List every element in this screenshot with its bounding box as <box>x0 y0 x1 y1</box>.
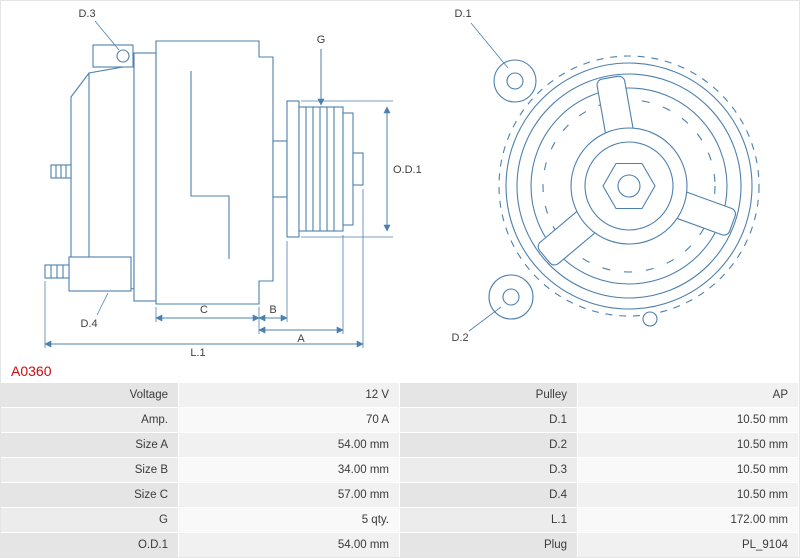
table-row: Size C 57.00 mm D.4 10.50 mm <box>1 483 799 508</box>
dim-label-g: G <box>317 34 326 46</box>
spec-label: Voltage <box>1 383 179 408</box>
spec-label: Plug <box>400 533 578 557</box>
dim-label-od1: O.D.1 <box>393 164 422 176</box>
dim-label-c: C <box>200 304 208 316</box>
spec-label: D.3 <box>400 458 578 483</box>
dim-label-d3: D.3 <box>78 8 95 20</box>
mounting-lug <box>68 256 132 292</box>
spec-label: L.1 <box>400 508 578 533</box>
spec-label: G <box>1 508 179 533</box>
table-row: Voltage 12 V Pulley AP <box>1 383 799 408</box>
table-row: Size B 34.00 mm D.3 10.50 mm <box>1 458 799 483</box>
bolt-d3 <box>116 49 130 63</box>
spec-value: 172.00 mm <box>578 508 799 533</box>
spec-value: 12 V <box>179 383 400 408</box>
spec-value: 70 A <box>179 408 400 433</box>
spec-value: 54.00 mm <box>179 433 400 458</box>
spec-value: PL_9104 <box>578 533 799 557</box>
table-row: Size A 54.00 mm D.2 10.50 mm <box>1 433 799 458</box>
dim-label-d1: D.1 <box>454 8 471 20</box>
spec-value: 10.50 mm <box>578 408 799 433</box>
dim-label-a: A <box>297 333 305 345</box>
alternator-front-view: D.1 D.2 <box>451 8 760 344</box>
cooling-fins <box>498 55 760 317</box>
spec-label: D.1 <box>400 408 578 433</box>
dim-label-d4: D.4 <box>80 318 97 330</box>
spec-value: 5 qty. <box>179 508 400 533</box>
spec-value: 57.00 mm <box>179 483 400 508</box>
spec-table: Voltage 12 V Pulley AP Amp. 70 A D.1 10.… <box>1 383 799 557</box>
table-row: O.D.1 54.00 mm Plug PL_9104 <box>1 533 799 557</box>
spec-label: Amp. <box>1 408 179 433</box>
spec-value: 34.00 mm <box>179 458 400 483</box>
spec-value: AP <box>578 383 799 408</box>
pulley-side <box>286 100 364 238</box>
spec-value: 10.50 mm <box>578 483 799 508</box>
spec-label: Size A <box>1 433 179 458</box>
spec-value: 10.50 mm <box>578 458 799 483</box>
spec-label: Size C <box>1 483 179 508</box>
spec-label: O.D.1 <box>1 533 179 557</box>
spec-label: Size B <box>1 458 179 483</box>
side-view-dimensions: D.3 G O.D.1 C B A <box>44 8 422 359</box>
table-row: G 5 qty. L.1 172.00 mm <box>1 508 799 533</box>
alternator-side-view <box>44 40 364 305</box>
technical-drawing: D.3 G O.D.1 C B A <box>44 8 760 359</box>
spec-value: 10.50 mm <box>578 433 799 458</box>
table-row: Amp. 70 A D.1 10.50 mm <box>1 408 799 433</box>
dim-label-d2: D.2 <box>451 332 468 344</box>
spec-label: Pulley <box>400 383 578 408</box>
dim-label-b: B <box>269 304 276 316</box>
part-number: A0360 <box>11 363 52 379</box>
spec-value: 54.00 mm <box>179 533 400 557</box>
dim-label-l1: L.1 <box>190 347 205 359</box>
vent-slots <box>542 99 716 273</box>
spec-label: D.2 <box>400 433 578 458</box>
spec-label: D.4 <box>400 483 578 508</box>
